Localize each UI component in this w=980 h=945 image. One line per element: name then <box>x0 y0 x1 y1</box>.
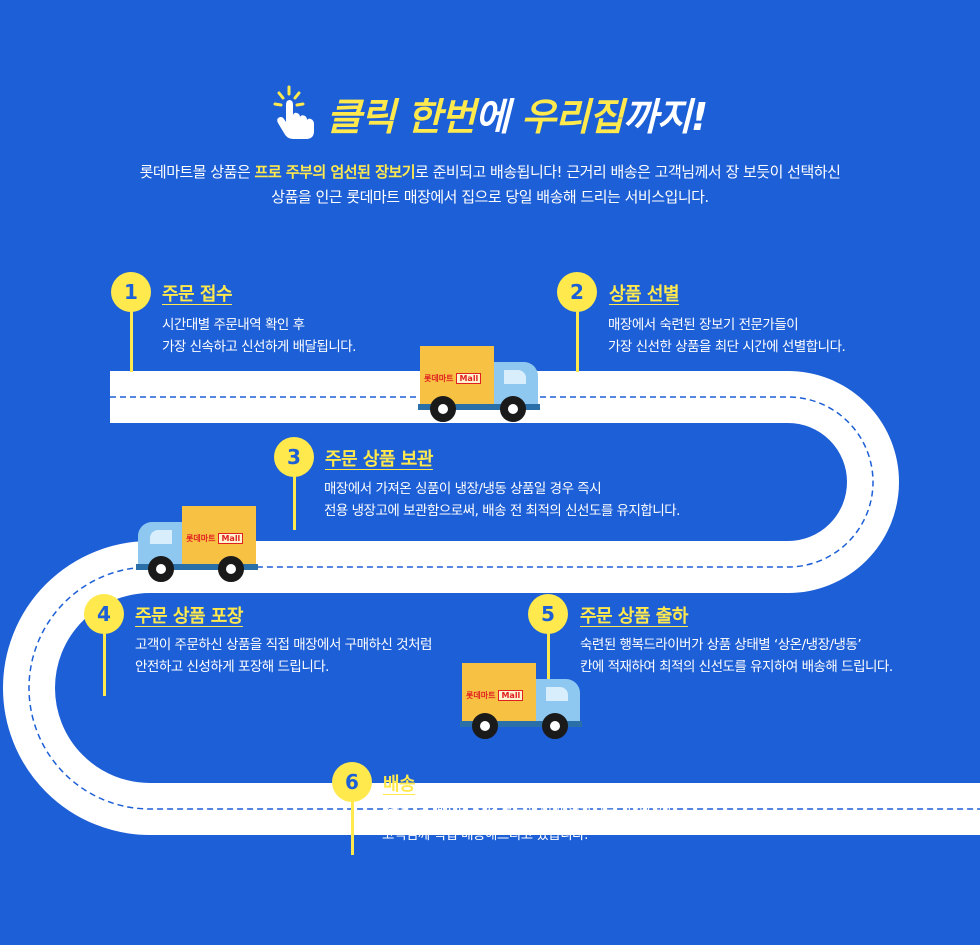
headline: 클릭 한번에 우리집까지! <box>0 78 980 148</box>
step-4-line <box>103 618 106 696</box>
truck-logo: 롯데마트 Mall <box>466 687 532 703</box>
step-4-number: 4 <box>84 594 124 634</box>
step-5-desc-line-1: 숙련된 행복드라이버가 상품 상태별 ‘상온/냉장/냉동’ <box>580 637 862 653</box>
truck-wheel <box>472 713 498 739</box>
step-3-desc-line-2: 전용 냉장고에 보관함으로써, 배송 전 최적의 신선도를 유지합니다. <box>324 503 680 519</box>
step-2-desc: 매장에서 숙련된 장보기 전문가들이 가장 신선한 상품을 최단 시간에 선별합… <box>608 314 846 358</box>
step-4-desc-line-2: 안전하고 신성하게 포장해 드립니다. <box>135 659 329 675</box>
truck-logo-text: 롯데마트 <box>186 533 216 543</box>
truck-wheel <box>542 713 568 739</box>
step-6-desc: 컴퓨터로 계산된 최적 루트에 따라 원하시는 시간 안에 고객님께 직접 배송… <box>382 802 671 846</box>
step-5-desc: 숙련된 행복드라이버가 상품 상태별 ‘상온/냉장/냉동’ 칸에 적재하여 최적… <box>580 634 893 678</box>
step-1-line <box>130 300 133 372</box>
intro-line-1: 롯데마트몰 상품은 프로 주부의 엄선된 장보기로 준비되고 배송됩니다! 근거… <box>0 160 980 185</box>
step-5-title: 주문 상품 출하 <box>580 606 688 627</box>
step-3-desc-line-1: 매장에서 가져온 싱품이 냉장/냉동 상품일 경우 즉시 <box>324 481 602 497</box>
truck-wheel <box>148 556 174 582</box>
truck-logo-badge: Mall <box>456 372 482 384</box>
truck-base <box>460 721 582 727</box>
intro-line-2: 상품을 인근 롯데마트 매장에서 집으로 당일 배송해 드리는 서비스입니다. <box>271 188 709 206</box>
step-1-desc-line-2: 가장 신속하고 신선하게 배달됩니다. <box>162 339 356 355</box>
intro-text: 롯데마트몰 상품은 프로 주부의 엄선된 장보기로 준비되고 배송됩니다! 근거… <box>0 160 980 210</box>
step-1-title: 주문 접수 <box>162 284 233 305</box>
headline-part-1: 클릭 한번 <box>326 94 476 139</box>
step-2-line <box>576 300 579 372</box>
step-6-desc-line-2: 고객님께 직접 배송해드리고 있습니다. <box>382 827 588 843</box>
pointing-hand-icon <box>273 85 314 139</box>
step-1-desc-line-1: 시간대별 주문내역 확인 후 <box>162 317 305 333</box>
truck-wheel <box>218 556 244 582</box>
step-3-desc: 매장에서 가져온 싱품이 냉장/냉동 상품일 경우 즉시 전용 냉장고에 보관함… <box>324 478 680 522</box>
truck-wheel <box>500 396 526 422</box>
step-4-desc-line-1: 고객이 주문하신 상품을 직접 매장에서 구매하신 것처럼 <box>135 637 432 653</box>
headline-part-4: 까지! <box>622 94 708 139</box>
truck-logo-badge: Mall <box>218 532 244 544</box>
step-4-desc: 고객이 주문하신 상품을 직접 매장에서 구매하신 것처럼 안전하고 신성하게 … <box>135 634 432 678</box>
truck-base <box>136 564 258 570</box>
truck-window <box>546 687 568 701</box>
step-1-number: 1 <box>111 272 151 312</box>
step-1-desc: 시간대별 주문내역 확인 후 가장 신속하고 신선하게 배달됩니다. <box>162 314 356 358</box>
intro-highlight: 프로 주부의 엄선된 장보기 <box>254 163 416 181</box>
step-2-desc-line-2: 가장 신선한 상품을 최단 시간에 선별합니다. <box>608 339 846 355</box>
headline-text: 클릭 한번에 우리집까지! <box>326 86 708 141</box>
truck-window <box>504 370 526 384</box>
truck-wheel <box>430 396 456 422</box>
step-2-title: 상품 선별 <box>609 284 680 305</box>
truck-cargo-box: 롯데마트 Mall <box>182 506 256 564</box>
headline-part-3: 우리집 <box>521 94 624 139</box>
step-3-number: 3 <box>274 437 314 477</box>
truck-logo: 롯데마트 Mall <box>186 530 252 546</box>
truck-cargo-box: 롯데마트 Mall <box>462 663 536 721</box>
step-6-number: 6 <box>332 762 372 802</box>
step-2-desc-line-1: 매장에서 숙련된 장보기 전문가들이 <box>608 317 799 333</box>
step-4-title: 주문 상품 포장 <box>135 606 243 627</box>
step-2-number: 2 <box>557 272 597 312</box>
truck-base <box>418 404 540 410</box>
truck-logo-badge: Mall <box>498 689 524 701</box>
step-3-title: 주문 상품 보관 <box>325 449 433 470</box>
truck-logo-text: 롯데마트 <box>424 373 454 383</box>
step-6-line <box>351 785 354 855</box>
truck-logo: 롯데마트 Mall <box>424 370 490 386</box>
step-6-title: 배송 <box>383 774 416 795</box>
intro-line-1-b: 로 준비되고 배송됩니다! 근거리 배송은 고객님께서 장 보듯이 선택하신 <box>415 163 841 181</box>
step-5-line <box>547 618 550 680</box>
delivery-truck-3: 롯데마트 Mall <box>460 663 582 743</box>
truck-logo-text: 롯데마트 <box>466 690 496 700</box>
step-6-desc-line-1: 컴퓨터로 계산된 최적 루트에 따라 원하시는 시간 안에 <box>382 805 671 821</box>
step-5-number: 5 <box>528 594 568 634</box>
step-3-line <box>293 462 296 530</box>
delivery-truck-2: 롯데마트 Mall <box>136 506 258 586</box>
headline-part-2: 에 <box>474 94 522 139</box>
delivery-truck-1: 롯데마트 Mall <box>418 346 540 426</box>
step-5-desc-line-2: 칸에 적재하여 최적의 신선도를 유지하여 배송해 드립니다. <box>580 659 893 675</box>
truck-window <box>150 530 172 544</box>
truck-cab <box>494 362 538 404</box>
truck-cargo-box: 롯데마트 Mall <box>420 346 494 404</box>
intro-line-1-a: 롯데마트몰 상품은 <box>139 163 255 181</box>
